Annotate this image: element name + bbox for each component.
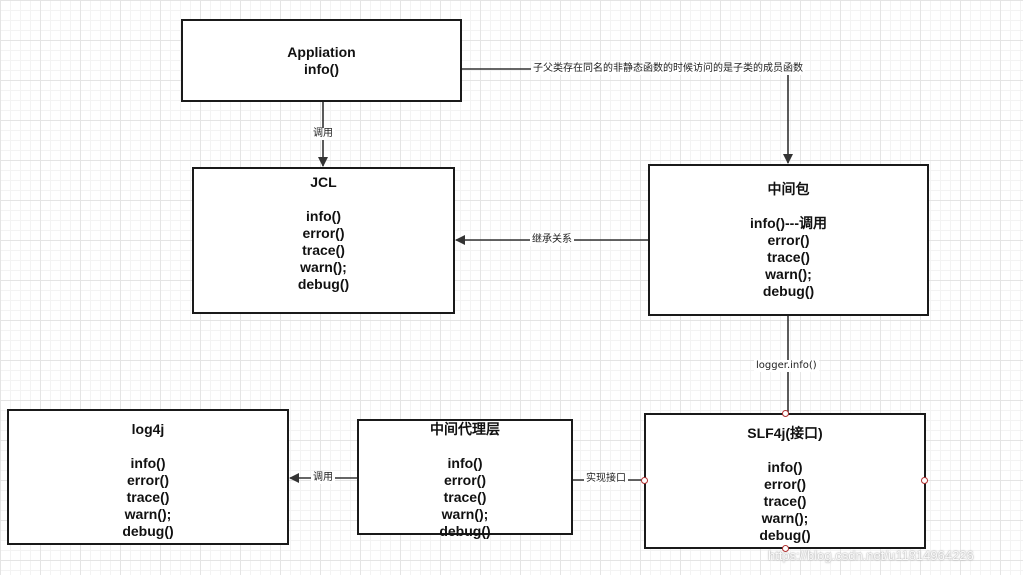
node-jcl-line: info() — [306, 208, 341, 224]
node-middle-package-line: error() — [767, 232, 810, 248]
port-slf4j-left — [641, 477, 648, 484]
node-log4j-line: warn(); — [124, 506, 172, 522]
node-appliation-line: Appliation — [287, 44, 356, 60]
node-jcl-line: trace() — [302, 242, 345, 258]
edge-label-middle-to-slf4j: logger.info() — [754, 360, 819, 372]
node-proxy-layer-line — [359, 438, 571, 455]
node-jcl-line: JCL — [310, 174, 337, 190]
node-jcl-line: warn(); — [300, 259, 347, 275]
node-jcl-line: debug() — [297, 276, 350, 292]
node-slf4j: SLF4j(接口) info() error() trace() warn();… — [644, 413, 926, 549]
node-log4j-line: trace() — [126, 489, 170, 505]
node-jcl: JCL info() error() trace() warn(); debug… — [192, 167, 455, 314]
node-slf4j-line: warn(); — [761, 510, 809, 526]
node-proxy-layer-line: trace() — [443, 489, 487, 505]
node-middle-package-line: 中间包 — [767, 181, 810, 197]
port-slf4j-right — [921, 477, 928, 484]
node-proxy-layer-line: error() — [443, 472, 486, 488]
node-proxy-layer-line: 中间代理层 — [430, 421, 500, 437]
node-slf4j-line: SLF4j(接口) — [747, 425, 823, 441]
node-proxy-layer: 中间代理层 info() error() trace() warn(); deb… — [357, 419, 573, 539]
port-slf4j-bottom — [782, 545, 789, 552]
edge-label-app-to-jcl: 调用 — [311, 128, 335, 140]
node-slf4j-line — [646, 442, 924, 459]
edge-app-to-middle — [461, 68, 793, 164]
node-middle-package-line: debug() — [762, 283, 815, 299]
edge-label-middle-to-jcl: 继承关系 — [530, 234, 574, 246]
edge-label-proxy-to-slf4j: 实现接口 — [584, 473, 628, 485]
node-middle-package: 中间包 info()---调用 error() trace() warn(); … — [648, 164, 929, 316]
node-jcl-line: error() — [302, 225, 345, 241]
node-appliation: Appliation info() — [181, 19, 462, 102]
node-log4j-line: info() — [130, 455, 166, 471]
node-jcl-line — [194, 191, 453, 208]
node-log4j-line — [9, 438, 287, 455]
port-slf4j-top — [782, 410, 789, 417]
node-middle-package-line — [650, 198, 927, 215]
node-middle-package-line: warn(); — [765, 266, 812, 282]
node-log4j: log4j info() error() trace() warn(); deb… — [7, 409, 289, 545]
node-slf4j-line: info() — [767, 459, 803, 475]
node-slf4j-line: debug() — [759, 527, 811, 543]
watermark-text: https://blog.csdn.net/u11814964226 — [768, 548, 974, 563]
node-proxy-layer-line: info() — [447, 455, 483, 471]
node-middle-package-line: info()---调用 — [750, 215, 827, 231]
node-appliation-line: info() — [304, 61, 339, 77]
node-log4j-line: debug() — [122, 523, 174, 539]
edge-label-proxy-to-log4j: 调用 — [311, 472, 335, 484]
node-log4j-line: error() — [126, 472, 169, 488]
node-slf4j-line: trace() — [763, 493, 807, 509]
node-slf4j-line: error() — [763, 476, 806, 492]
edge-label-app-to-middle: 子父类存在同名的非静态函数的时候访问的是子类的成员函数 — [531, 63, 805, 75]
node-proxy-layer-line: warn(); — [441, 506, 489, 522]
node-middle-package-line: trace() — [767, 249, 810, 265]
node-log4j-line: log4j — [131, 421, 165, 437]
node-proxy-layer-line: debug() — [439, 523, 491, 539]
